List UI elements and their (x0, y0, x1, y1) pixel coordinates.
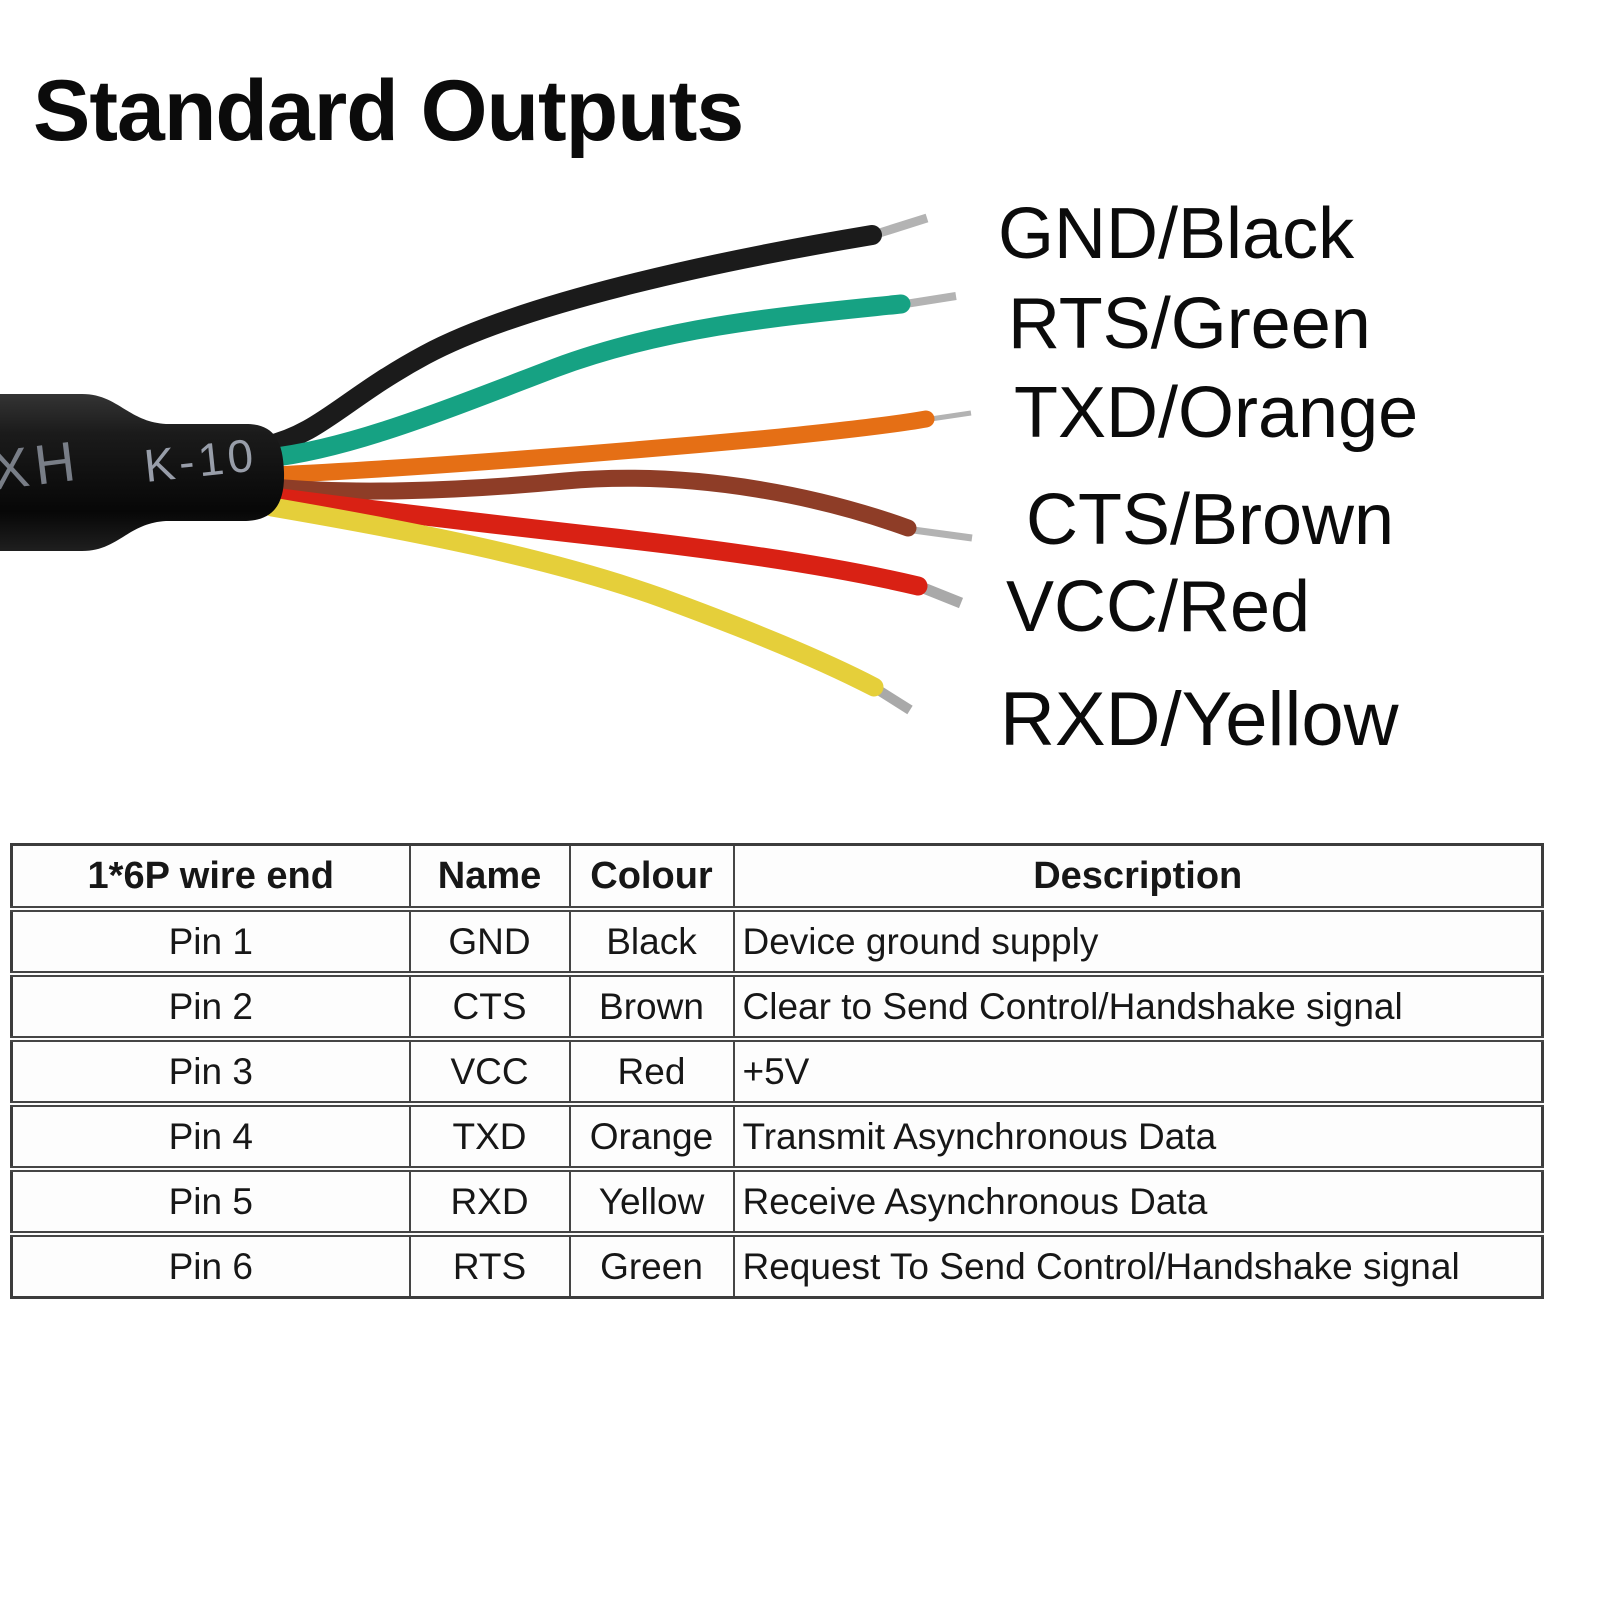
cell-description: Transmit Asynchronous Data (732, 1101, 1544, 1170)
col-header-name: Name (408, 843, 571, 912)
wires-group (256, 213, 973, 715)
table-header-row: 1*6P wire end Name Colour Description (10, 843, 1544, 912)
table-row: Pin 1 GND Black Device ground supply (10, 906, 1544, 975)
table-row: Pin 6 RTS Green Request To Send Control/… (10, 1231, 1544, 1299)
cell-colour: Black (568, 906, 735, 975)
black-wire (256, 225, 882, 456)
cell-colour: Brown (568, 971, 735, 1040)
red-wire (264, 487, 928, 596)
label-cts-brown: CTS/Brown (1026, 480, 1395, 560)
col-header-description: Description (732, 843, 1544, 912)
cell-name: CTS (408, 971, 571, 1040)
label-gnd-black: GND/Black (998, 194, 1355, 274)
page-title: Standard Outputs (33, 63, 744, 159)
label-vcc-red: VCC/Red (1006, 567, 1311, 647)
table-row: Pin 4 TXD Orange Transmit Asynchronous D… (10, 1101, 1544, 1170)
cell-name: VCC (408, 1036, 571, 1105)
cell-pin: Pin 3 (10, 1036, 411, 1105)
cell-colour: Green (568, 1231, 735, 1299)
cell-colour: Orange (568, 1101, 735, 1170)
table-row: Pin 2 CTS Brown Clear to Send Control/Ha… (10, 971, 1544, 1040)
cell-pin: Pin 5 (10, 1166, 411, 1235)
brown-wire (265, 469, 917, 537)
col-header-wire-end: 1*6P wire end (10, 843, 411, 912)
cell-description: Request To Send Control/Handshake signal (732, 1231, 1544, 1299)
label-txd-orange: TXD/Orange (1014, 373, 1419, 453)
cell-name: RTS (408, 1231, 571, 1299)
cell-description: Device ground supply (732, 906, 1544, 975)
cell-description: +5V (732, 1036, 1544, 1105)
yellow-wire (262, 497, 884, 697)
brown-wire-tip (905, 525, 973, 542)
green-wire (258, 294, 911, 468)
sheath-marking-k10: K-10 (142, 428, 260, 492)
pinout-table: 1*6P wire end Name Colour Description Pi… (10, 843, 1544, 1299)
cell-pin: Pin 2 (10, 971, 411, 1040)
cell-name: GND (408, 906, 571, 975)
cell-name: TXD (408, 1101, 571, 1170)
orange-wire (263, 410, 935, 484)
cell-name: RXD (408, 1166, 571, 1235)
cell-pin: Pin 6 (10, 1231, 411, 1299)
cell-pin: Pin 1 (10, 906, 411, 975)
table-row: Pin 3 VCC Red +5V (10, 1036, 1544, 1105)
cable-photo: XH K-10 (0, 213, 973, 715)
cell-description: Receive Asynchronous Data (732, 1166, 1544, 1235)
cell-pin: Pin 4 (10, 1101, 411, 1170)
sheath-marking-xh: XH (0, 428, 85, 501)
col-header-colour: Colour (568, 843, 735, 912)
cable-sheath (0, 394, 285, 551)
cell-colour: Red (568, 1036, 735, 1105)
table-row: Pin 5 RXD Yellow Receive Asynchronous Da… (10, 1166, 1544, 1235)
label-rts-green: RTS/Green (1008, 284, 1371, 364)
label-rxd-yellow: RXD/Yellow (1000, 677, 1399, 762)
cell-colour: Yellow (568, 1166, 735, 1235)
cell-description: Clear to Send Control/Handshake signal (732, 971, 1544, 1040)
